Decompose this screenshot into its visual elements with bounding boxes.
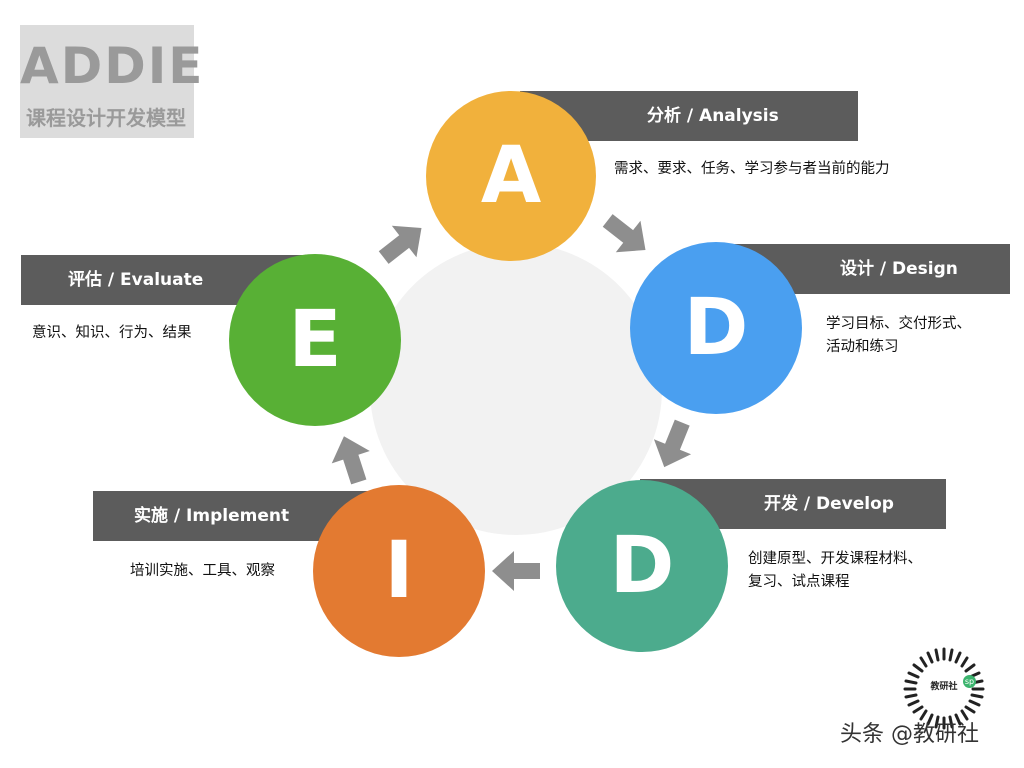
arrow-d-to-d-icon <box>645 415 701 475</box>
qr-label: 教研社 <box>925 679 963 692</box>
desc-implement: 培训实施、工具、观察 <box>130 560 275 583</box>
subtitle: 课程设计开发模型 <box>26 106 186 130</box>
circle-evaluate: E <box>229 254 401 426</box>
label-evaluate: 评估 / Evaluate <box>68 270 204 290</box>
desc-develop-line: 创建原型、开发课程材料、 <box>748 551 922 567</box>
letter-evaluate: E <box>288 295 342 385</box>
desc-develop-line: 复习、试点课程 <box>748 574 850 590</box>
arrow-e-to-a-icon <box>371 212 434 274</box>
desc-implement-line: 培训实施、工具、观察 <box>130 563 275 579</box>
desc-design-line: 活动和练习 <box>826 339 899 355</box>
desc-analysis: 需求、要求、任务、学习参与者当前的能力 <box>614 158 890 181</box>
circle-analysis: A <box>426 91 596 261</box>
letter-implement: I <box>384 526 414 616</box>
circle-implement: I <box>313 485 485 657</box>
circle-develop: D <box>556 480 728 652</box>
label-analysis: 分析 / Analysis <box>647 106 779 126</box>
label-implement: 实施 / Implement <box>134 506 290 526</box>
desc-develop: 创建原型、开发课程材料、 复习、试点课程 <box>748 548 922 594</box>
desc-design: 学习目标、交付形式、 活动和练习 <box>826 313 971 359</box>
desc-design-line: 学习目标、交付形式、 <box>826 316 971 332</box>
label-design: 设计 / Design <box>840 259 958 279</box>
watermark: 头条 @教研社 <box>840 722 979 747</box>
desc-evaluate-line: 意识、知识、行为、结果 <box>32 325 192 341</box>
desc-evaluate: 意识、知识、行为、结果 <box>32 322 192 345</box>
letter-develop: D <box>609 521 675 611</box>
title: ADDIE <box>20 37 205 95</box>
arrow-d-to-i-icon <box>492 551 540 591</box>
arrow-i-to-e-icon <box>324 430 378 489</box>
title-block: ADDIE 课程设计开发模型 <box>20 25 205 138</box>
circle-design: D <box>630 242 802 414</box>
qr-badge: sp <box>963 675 976 688</box>
label-develop: 开发 / Develop <box>764 494 894 514</box>
desc-analysis-line: 需求、要求、任务、学习参与者当前的能力 <box>614 161 890 177</box>
letter-design: D <box>683 283 749 373</box>
letter-analysis: A <box>480 131 542 221</box>
arrow-a-to-d-icon <box>595 204 658 266</box>
